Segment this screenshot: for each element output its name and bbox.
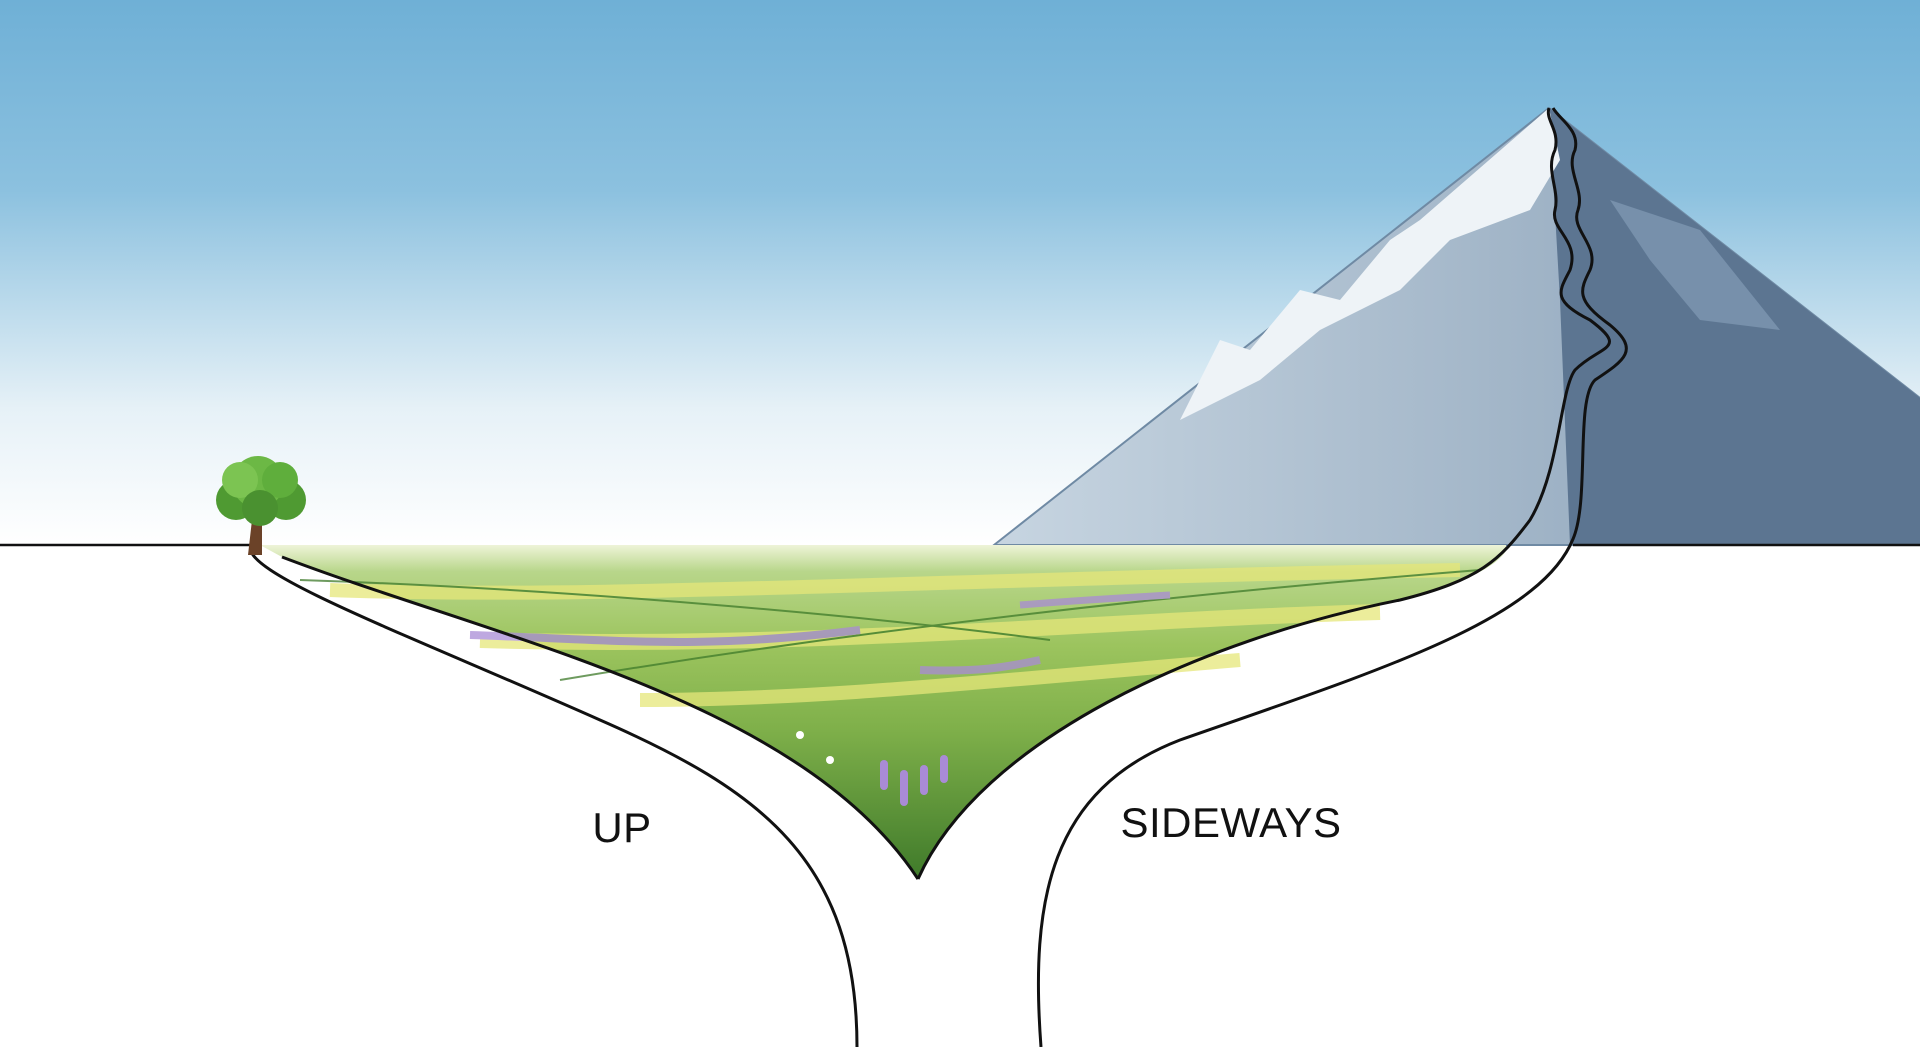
- right-path-inner-edge: [916, 107, 1611, 880]
- meadow: [260, 545, 1506, 879]
- left-path-outer-edge: [249, 550, 859, 1047]
- left-path-inner-edge: [281, 555, 920, 880]
- up-label: UP: [592, 804, 652, 851]
- snow-cap: [1180, 108, 1560, 420]
- flowers: [696, 716, 948, 806]
- tree-icon: [216, 456, 306, 555]
- sideways-label: SIDEWAYS: [1120, 799, 1342, 846]
- right-path-outer-edge: [1036, 107, 1628, 1047]
- meadow-bands: [299, 563, 1481, 707]
- mountain: [991, 106, 1920, 546]
